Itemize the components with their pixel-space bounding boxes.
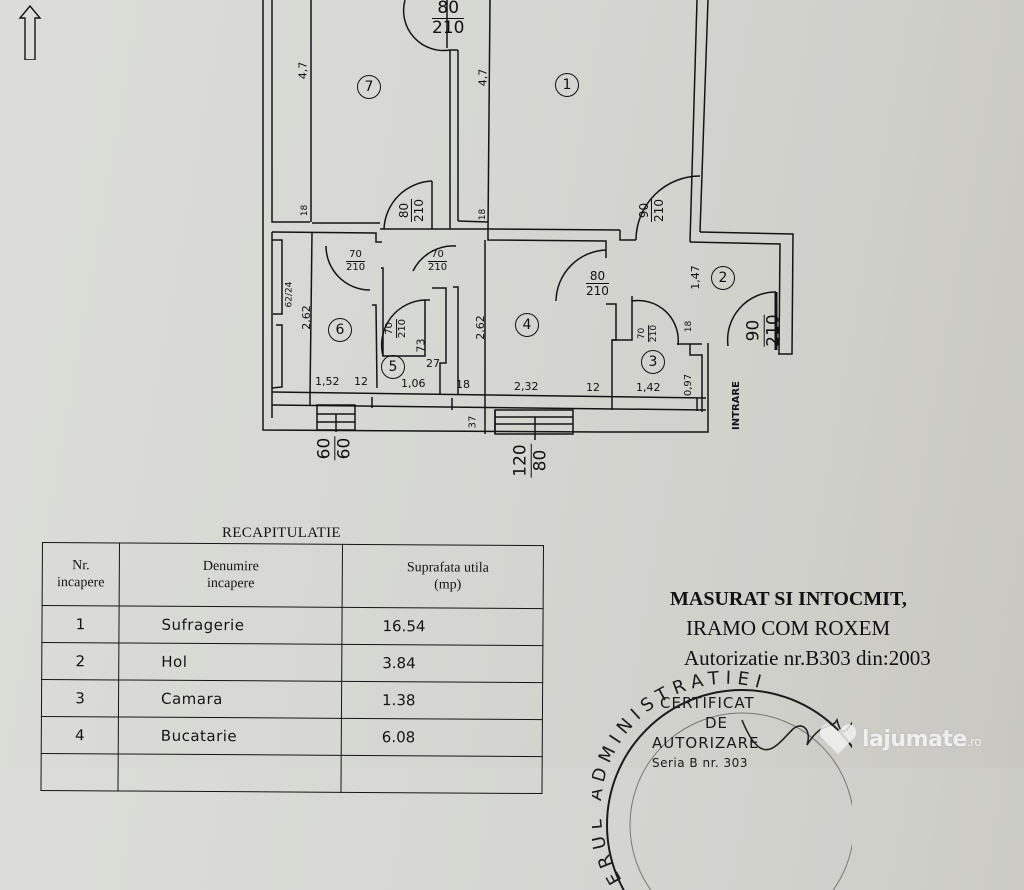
official-stamp: ERUL ADMINISTRATIEI xyxy=(592,668,852,890)
dim-wall-37: 37 xyxy=(467,415,479,429)
cell-area: 16.54 xyxy=(341,607,544,646)
room-number-2: 2 xyxy=(711,266,735,290)
window-size-right: 120 80 xyxy=(510,443,551,478)
dim-wall-18-c: 18 xyxy=(684,320,695,333)
room-number-5: 5 xyxy=(381,355,405,379)
door-size-corridor: 70 210 xyxy=(428,249,448,273)
floor-plan-walls xyxy=(262,0,794,440)
cell-area: 3.84 xyxy=(341,644,543,683)
cell-name: Hol xyxy=(118,642,342,682)
door-size-top: 80 210 xyxy=(432,0,465,38)
dim-room5-b: 27 xyxy=(426,357,440,370)
dim-room6-depth: 2,62 xyxy=(299,305,313,330)
dim-room7-depth: 4,7 xyxy=(296,61,310,80)
cell-name: Bucatarie xyxy=(118,716,342,756)
table-row: 2 Hol 3.84 xyxy=(41,642,543,683)
room-number-6: 6 xyxy=(328,318,352,342)
floor-plan: 1 2 3 4 5 6 7 80 210 80 210 90 210 70 21… xyxy=(18,0,794,478)
recap-table: Nr. incapere Denumire incapere Suprafata… xyxy=(40,542,544,794)
entrance-arrow-icon xyxy=(18,4,42,60)
cell-nr: 4 xyxy=(41,716,119,754)
stamp-line-2: DE xyxy=(705,714,729,732)
dim-niche: 62/24 xyxy=(284,281,295,308)
dim-room2-depth: 1,47 xyxy=(688,265,702,290)
window-size-left: 60 60 xyxy=(314,436,355,461)
table-row: 1 Sufragerie 16.54 xyxy=(41,605,544,646)
dim-room4-depth: 2,62 xyxy=(473,315,487,340)
header-room-name: Denumire incapere xyxy=(119,542,343,608)
dim-room3-width: 1,42 xyxy=(636,381,661,394)
cell-nr: 3 xyxy=(41,679,119,717)
dim-wall-18-a: 18 xyxy=(300,204,311,217)
cell-area: 1.38 xyxy=(341,681,543,720)
recap-header-row: Nr. incapere Denumire incapere Suprafata… xyxy=(42,542,544,609)
authorization-number: Autorizatie nr.B303 din:2003 xyxy=(684,646,931,670)
entrance-label: INTRARE xyxy=(730,381,742,430)
door-size-room7: 80 210 xyxy=(396,199,426,222)
table-row: 4 Bucatarie 6.08 xyxy=(41,716,543,757)
door-size-room3: 70 210 xyxy=(637,324,660,343)
dim-room4-width: 2,32 xyxy=(514,380,539,393)
cell-name: Camara xyxy=(118,679,342,719)
stamp-line-1: CERTIFICAT xyxy=(660,694,755,712)
room-number-3: 3 xyxy=(641,350,665,374)
dim-wall-12-b: 12 xyxy=(586,381,600,394)
door-size-room6: 70 210 xyxy=(346,249,366,273)
stamp-line-4: Seria B nr. 303 xyxy=(652,756,748,770)
cell-nr: 1 xyxy=(41,605,120,643)
room-number-1: 1 xyxy=(555,73,579,97)
dim-wall-18-b: 18 xyxy=(478,208,489,221)
header-usable-area: Suprafata utila (mp) xyxy=(342,544,544,609)
table-row: 3 Camara 1.38 xyxy=(41,679,543,720)
company-name: IRAMO COM ROXEM xyxy=(686,616,891,640)
recap-title: RECAPITULATIE xyxy=(222,525,341,541)
measured-by-label: MASURAT SI INTOCMIT, xyxy=(670,588,907,610)
dim-room6-width: 1,52 xyxy=(315,375,340,388)
dim-room3-depth: 0,97 xyxy=(683,373,695,397)
cell-area: 6.08 xyxy=(341,718,543,757)
dim-wall-18-d: 18 xyxy=(456,378,470,391)
header-room-number: Nr. incapere xyxy=(42,542,120,606)
cell-name: Sufragerie xyxy=(118,605,343,645)
dim-room1-depth: 4,7 xyxy=(476,68,490,87)
dim-wall-12-a: 12 xyxy=(354,375,368,388)
dim-room5-a: 73 xyxy=(414,338,428,353)
room-number-7: 7 xyxy=(357,75,381,99)
door-size-entrance: 90 210 xyxy=(743,314,784,347)
heart-logo-icon xyxy=(819,724,857,754)
door-size-room1: 90 210 xyxy=(636,199,666,222)
room-number-4: 4 xyxy=(515,313,539,337)
watermark: lajumate.ro xyxy=(818,722,982,756)
cell-nr: 2 xyxy=(41,642,119,680)
dim-room5-width: 1,06 xyxy=(401,377,426,390)
stamp-line-3: AUTORIZARE xyxy=(652,734,760,752)
door-size-room5: 70 210 xyxy=(384,318,409,339)
watermark-brand: lajumate.ro xyxy=(862,726,982,752)
table-row-cut xyxy=(40,753,543,794)
door-size-room4: 80 210 xyxy=(586,269,609,298)
